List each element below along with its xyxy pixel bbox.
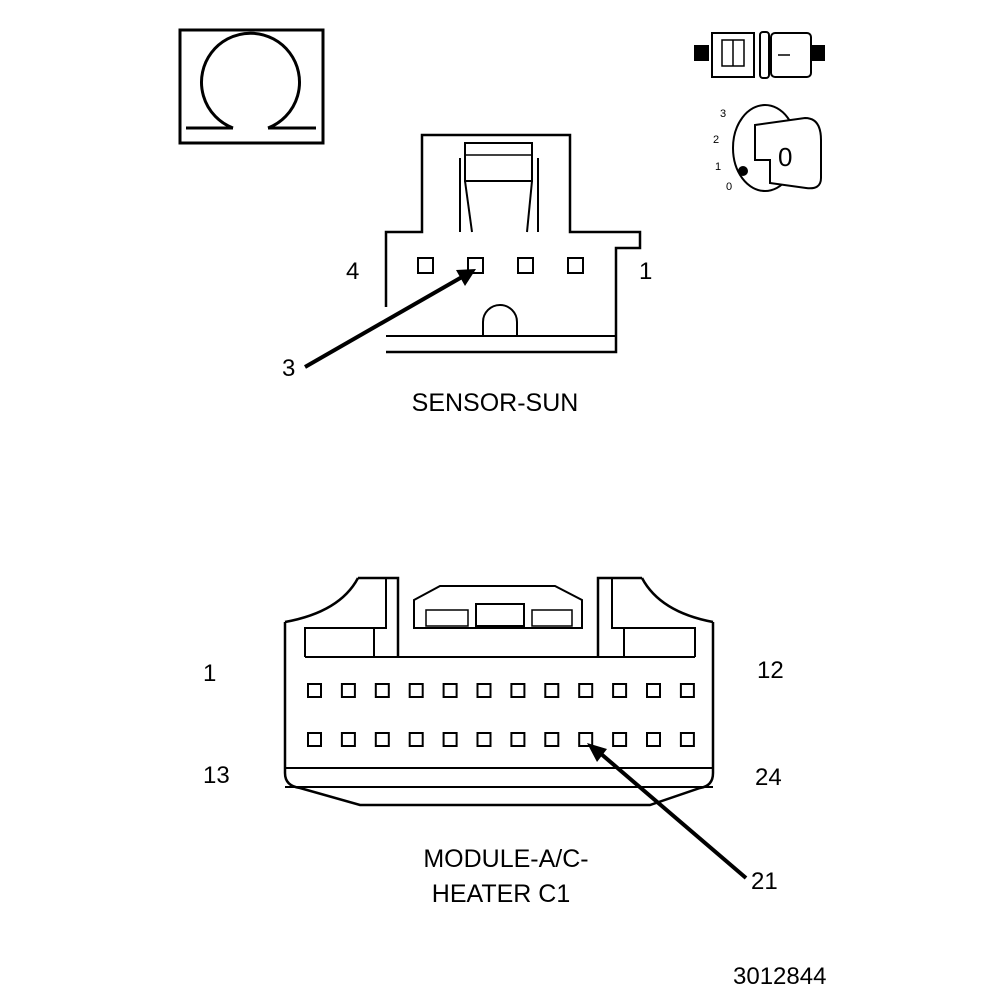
ignition-position-3: 3: [720, 108, 726, 120]
module-pin-1-label: 1: [203, 660, 216, 687]
module-pin: [679, 732, 695, 747]
module-pin: [510, 683, 526, 698]
ignition-position-0: 0: [726, 181, 732, 193]
sensor-sun-connector: [384, 133, 642, 354]
sensor-pin: [467, 257, 484, 274]
module-pin: [612, 683, 628, 698]
module-pin: [307, 683, 322, 698]
module-pin: [476, 683, 492, 698]
module-callout-arrow: [587, 743, 748, 880]
sensor-pin-1-label: 1: [639, 258, 652, 285]
module-pin-12-label: 12: [757, 657, 784, 684]
sensor-pin: [517, 257, 534, 274]
module-pin: [408, 683, 424, 698]
module-pin: [340, 683, 356, 698]
module-pin-grid: [307, 683, 695, 747]
sensor-pin-4-label: 4: [346, 258, 359, 285]
ignition-position-2: 2: [713, 134, 719, 146]
module-pin: [544, 683, 560, 698]
module-pin: [442, 683, 458, 698]
module-pin: [408, 732, 424, 747]
ignition-key-position: 0: [778, 142, 792, 172]
module-pin: [578, 683, 594, 698]
module-pin: [510, 732, 526, 747]
sensor-pin: [567, 257, 584, 274]
module-title-line2: HEATER C1: [432, 880, 570, 908]
module-pin: [476, 732, 492, 747]
sensor-pin: [417, 257, 434, 274]
module-pin: [442, 732, 458, 747]
disconnect-connector-icon: [694, 31, 825, 79]
module-pin-13-label: 13: [203, 762, 230, 789]
module-pin: [307, 732, 322, 747]
sensor-pin-3-label: 3: [282, 355, 295, 382]
module-title-line1: MODULE-A/C-: [423, 845, 588, 873]
module-pin: [679, 683, 695, 698]
sensor-callout-arrow: [304, 269, 476, 369]
ohmmeter-icon: [178, 28, 325, 145]
module-pin: [374, 683, 390, 698]
module-pin: [340, 732, 356, 747]
module-connector: [283, 576, 715, 807]
module-pin: [646, 683, 661, 698]
ignition-switch-icon: 3 2 1 0 0: [713, 104, 822, 193]
module-pin: [544, 732, 560, 747]
module-pin: [374, 732, 390, 747]
sensor-sun-title: SENSOR-SUN: [412, 389, 579, 417]
module-pin-21-label: 21: [751, 868, 778, 895]
ignition-position-1: 1: [715, 161, 721, 173]
module-pin: [612, 732, 628, 747]
module-pin: [646, 732, 661, 747]
figure-number: 3012844: [733, 963, 826, 990]
module-pin: [578, 732, 594, 747]
module-pin-24-label: 24: [755, 764, 782, 791]
